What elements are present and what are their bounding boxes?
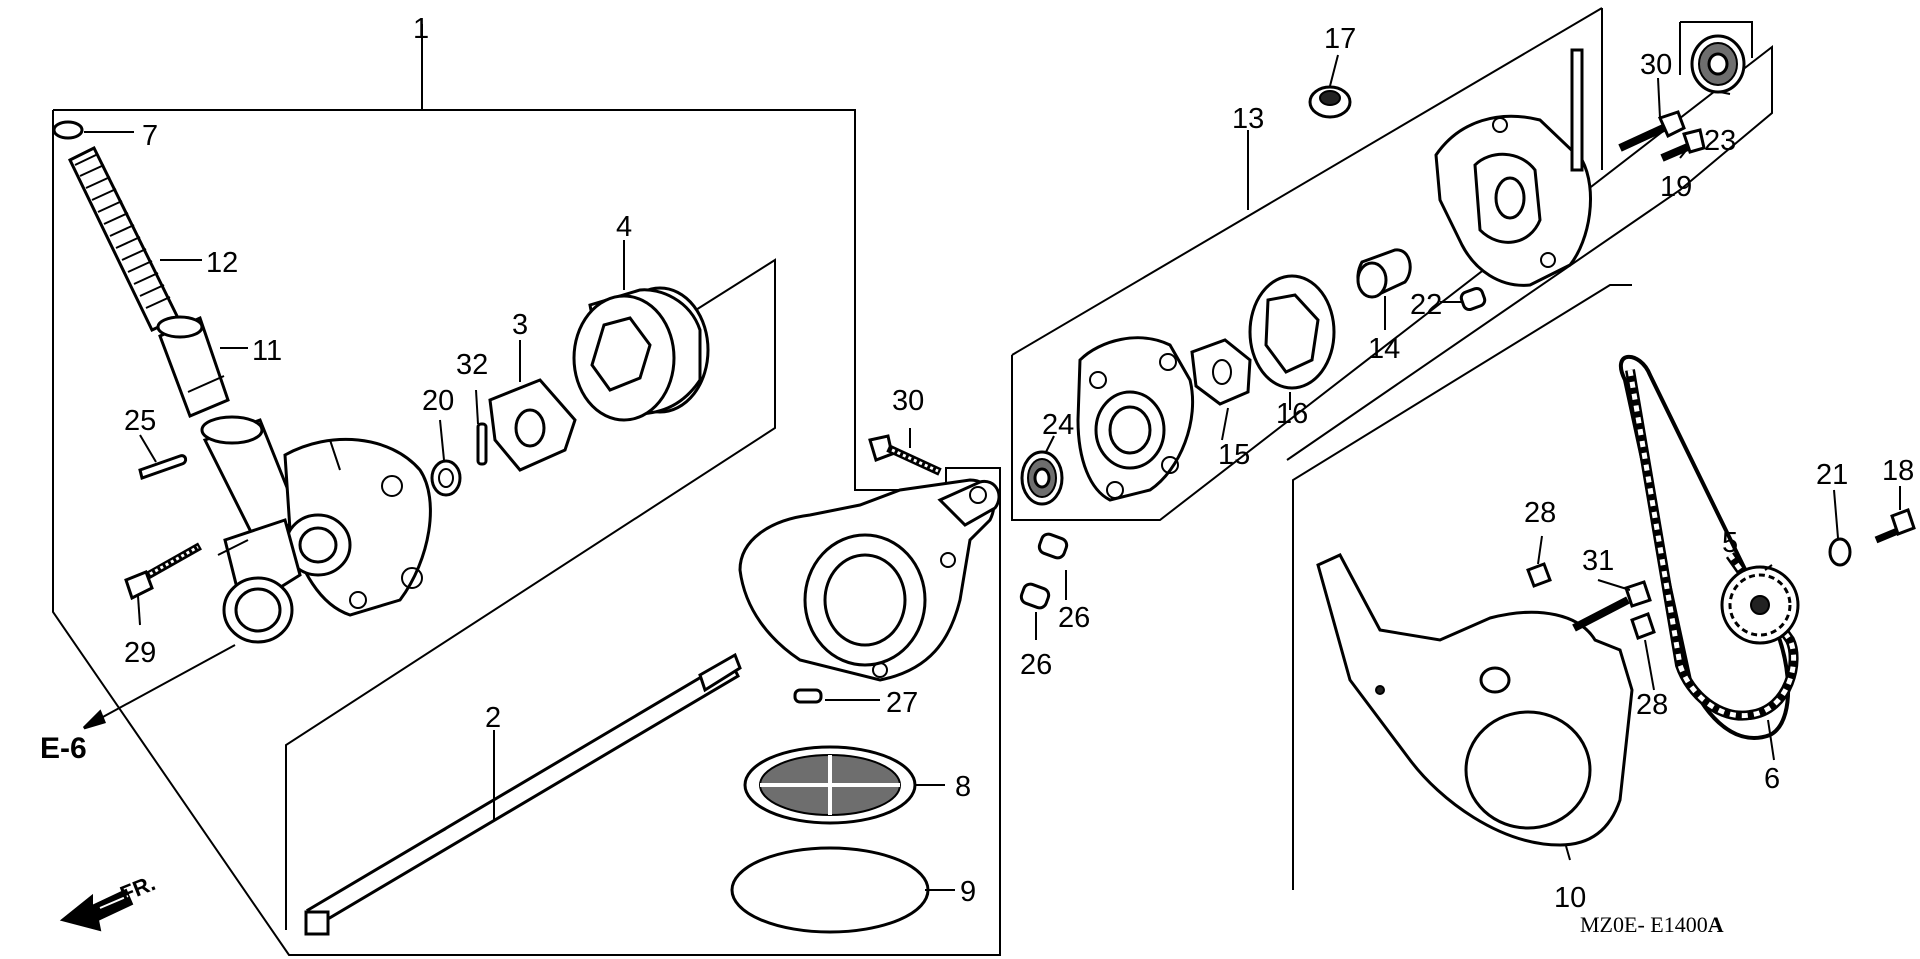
- bolt-29: [124, 542, 202, 601]
- rotor-set-left: [430, 286, 710, 497]
- dowels-26: [1019, 532, 1069, 610]
- callout-22: 22: [1410, 289, 1442, 321]
- callout-14: 14: [1368, 333, 1400, 365]
- callout-26-lower: 26: [1020, 649, 1052, 681]
- callout-18: 18: [1882, 455, 1914, 487]
- callout-7: 7: [142, 120, 158, 152]
- shaft-2: [304, 652, 742, 936]
- bolt-18: [1890, 508, 1916, 536]
- callout-28-lower: 28: [1636, 689, 1668, 721]
- pump-body-center: [738, 478, 1001, 704]
- circlip-9: [730, 846, 930, 934]
- callout-26-upper: 26: [1058, 602, 1090, 634]
- frame-part-13: [1011, 44, 1773, 521]
- inner-rotor-15: [1190, 338, 1252, 406]
- dowel-22: [1459, 286, 1487, 312]
- drawing-code: MZ0E- E1400A: [1580, 912, 1724, 937]
- callout-16: 16: [1276, 398, 1308, 430]
- bolt-30-center: [868, 434, 942, 476]
- washer-20: [430, 459, 462, 497]
- outer-rotor-16: [1248, 274, 1336, 390]
- bolt-28-upper: [1526, 562, 1552, 588]
- callout-27: 27: [886, 687, 918, 719]
- callout-1: 1: [413, 13, 429, 45]
- collar-11: [156, 315, 230, 418]
- callout-11: 11: [252, 335, 282, 367]
- drawing-code-suffix: A: [1708, 912, 1724, 937]
- pin-32: [476, 422, 488, 466]
- leader-lines: [82, 42, 1901, 891]
- inner-rotor-3: [488, 378, 577, 472]
- pump-cover: [1076, 336, 1195, 502]
- frame-part-1: [52, 24, 1001, 956]
- frame-part-23: [1680, 21, 1753, 58]
- reference-e6: E-6: [40, 732, 87, 765]
- front-arrow-icon: [59, 888, 134, 932]
- callout-21: 21: [1816, 459, 1848, 491]
- dowel-27: [793, 688, 823, 704]
- front-arrow: FR.: [59, 870, 159, 932]
- callout-29: 29: [124, 637, 156, 669]
- callout-6: 6: [1764, 763, 1780, 795]
- cotter-pin-25: [138, 454, 188, 480]
- drawing-code-main: MZ0E- E1400: [1580, 912, 1708, 937]
- assembly-frames: [52, 7, 1773, 956]
- callout-12: 12: [206, 247, 238, 279]
- chain-6: [1618, 354, 1799, 740]
- callout-24: 24: [1042, 409, 1074, 441]
- callout-9: 9: [960, 876, 976, 908]
- callout-5: 5: [1722, 527, 1738, 559]
- callout-13: 13: [1232, 103, 1264, 135]
- callout-31: 31: [1582, 545, 1614, 577]
- gauge-tube-parts: [52, 120, 230, 418]
- shaft-14: [1356, 248, 1412, 299]
- pump-body-13: [1434, 48, 1593, 287]
- bolt-28-lower: [1630, 612, 1656, 640]
- sprocket-5: [1720, 565, 1800, 645]
- bolts-right: [1526, 508, 1916, 640]
- strainer-8: [743, 745, 917, 825]
- callout-numbers: 1 7 12 11 25 29 4 3 32 20 2 30 27 8 9 26…: [124, 13, 1914, 914]
- bolt-31: [1624, 580, 1652, 608]
- callout-30-center: 30: [892, 385, 924, 417]
- front-label: FR.: [117, 870, 159, 906]
- callout-23: 23: [1704, 125, 1736, 157]
- seal-24: [1020, 450, 1064, 506]
- callout-30-right: 30: [1640, 49, 1672, 81]
- callout-10: 10: [1554, 882, 1586, 914]
- callout-25: 25: [124, 405, 156, 437]
- spring-12: [68, 145, 181, 332]
- callout-3: 3: [512, 309, 528, 341]
- callout-15: 15: [1218, 439, 1250, 471]
- frame-part-10: [1292, 284, 1632, 890]
- callout-32: 32: [456, 349, 488, 381]
- bolt-30-right: [1618, 110, 1686, 152]
- right-pump-parts: [1020, 34, 1746, 506]
- callout-4: 4: [616, 211, 632, 243]
- bolt-19: [1660, 128, 1706, 162]
- o-ring-7: [52, 120, 84, 140]
- callout-8: 8: [955, 771, 971, 803]
- callout-28-upper: 28: [1524, 497, 1556, 529]
- collar-17: [1308, 85, 1352, 119]
- callout-19: 19: [1660, 171, 1692, 203]
- bearing-23: [1690, 34, 1746, 94]
- callout-17: 17: [1324, 23, 1356, 55]
- pump-housing-1: [200, 415, 432, 644]
- outer-rotor-4: [572, 286, 710, 422]
- washer-21: [1828, 537, 1852, 567]
- chain-cover-10: [1316, 553, 1634, 847]
- callout-20: 20: [422, 385, 454, 417]
- callout-2: 2: [485, 702, 501, 734]
